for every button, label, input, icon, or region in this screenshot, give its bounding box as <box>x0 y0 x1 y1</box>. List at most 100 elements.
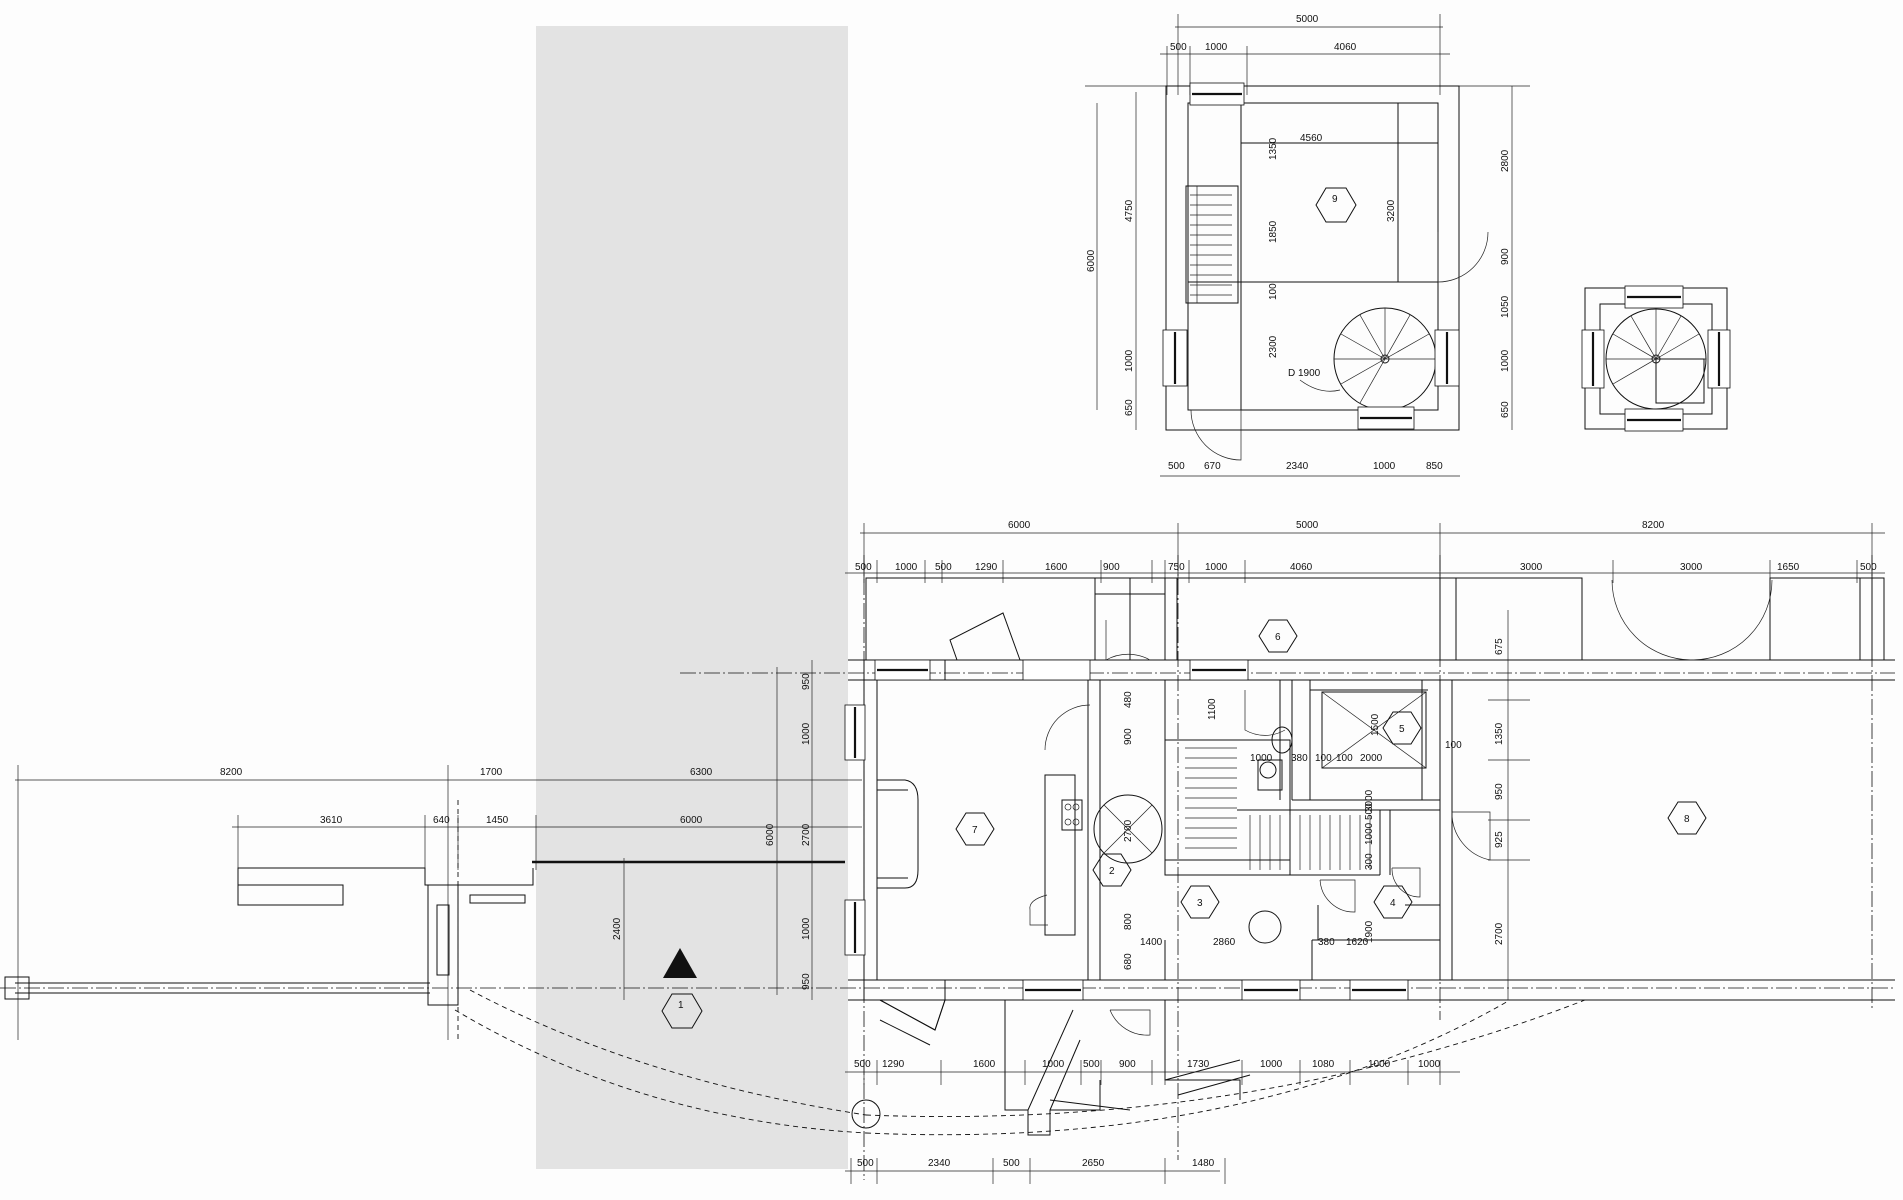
main-dim-interior-7: 480 <box>1123 691 1134 708</box>
upper-dim-top-2: 1000 <box>1205 42 1228 53</box>
site-shaded-area <box>536 26 848 1169</box>
room-tag-hexagon <box>1258 619 1298 653</box>
main-dim-interior-13: 2860 <box>1213 937 1236 948</box>
upper-dim-bottom-4: 1000 <box>1373 461 1396 472</box>
main-dim-interior-3: 925 <box>1494 831 1505 848</box>
upper-dim-bottom-5: 850 <box>1426 461 1443 472</box>
site-dim-top-1: 8200 <box>220 767 243 778</box>
upper-dim-right-d: 1000 <box>1500 349 1511 372</box>
main-dim-top-detail-6: 750 <box>1168 562 1185 573</box>
upper-dim-top-total: 5000 <box>1296 14 1319 25</box>
site-dim-top-2: 1700 <box>480 767 503 778</box>
upper-dim-inner-h1: 1350 <box>1268 137 1279 160</box>
main-dim-interior-5: 100 <box>1445 740 1462 751</box>
upper-dim-inner-h4: 2300 <box>1268 335 1279 358</box>
upper-dim-right-e: 650 <box>1500 401 1511 418</box>
site-dim-second-3: 1450 <box>486 815 509 826</box>
main-dim-top-1: 6000 <box>1008 520 1031 531</box>
upper-floor-plan: 5000 500 1000 4060 <box>1085 14 1530 477</box>
main-dim-bottom1-8: 1080 <box>1312 1059 1335 1070</box>
main-dim-top-detail-11: 1650 <box>1777 562 1800 573</box>
site-room-tag-1: 1 <box>678 1000 684 1011</box>
main-dim-interior-0: 675 <box>1494 638 1505 655</box>
upper-dim-inner-width: 4560 <box>1300 133 1323 144</box>
upper-dim-stair-diameter: D 1900 <box>1288 368 1321 379</box>
upper-dim-inner-h2: 1850 <box>1268 220 1279 243</box>
room-tag-hexagon <box>1180 885 1220 919</box>
upper-dim-inner-h3: 100 <box>1268 283 1279 300</box>
main-dim-bottom1-9: 1000 <box>1368 1059 1391 1070</box>
upper-dim-inner-h5: 3200 <box>1386 199 1397 222</box>
main-dim-interior-10: 800 <box>1123 913 1134 930</box>
site-dim-vertical: 2400 <box>612 917 623 940</box>
room-tag-3: 3 <box>1197 898 1203 909</box>
main-floor-plan: 6000 5000 8200 500 1000 500 1290 1600 900 750 1… <box>0 520 1895 1184</box>
main-dim-top-detail-3: 1290 <box>975 562 998 573</box>
main-dim-bottom2-2: 500 <box>1003 1158 1020 1169</box>
main-dim-top-detail-9: 3000 <box>1520 562 1543 573</box>
main-dim-interior-21: 100 <box>1336 753 1353 764</box>
main-dim-interior-19: 1000 <box>1364 822 1375 845</box>
site-dim-second-4: 6000 <box>680 815 703 826</box>
main-dim-interior-14: 380 <box>1318 937 1335 948</box>
room-tag-8: 8 <box>1684 814 1690 825</box>
site-plan: 8200 1700 6300 3610 640 1450 6000 2400 1 <box>4 765 1586 1136</box>
room-tag-hexagon <box>1373 885 1413 919</box>
main-dim-interior-15: 1620 <box>1346 937 1369 948</box>
room-tag-2: 2 <box>1109 866 1115 877</box>
main-dim-left-overall: 6000 <box>765 823 776 846</box>
room-tag-7: 7 <box>972 825 978 836</box>
main-dim-bottom1-10: 1000 <box>1418 1059 1441 1070</box>
site-dim-second-1: 3610 <box>320 815 343 826</box>
main-dim-left-2: 1000 <box>801 722 812 745</box>
spiral-stair-upper <box>1299 307 1437 411</box>
room-tag-hexagon <box>1092 853 1132 887</box>
main-dim-bottom2-1: 2340 <box>928 1158 951 1169</box>
main-dim-interior-4: 2700 <box>1494 922 1505 945</box>
main-dim-left-3: 2700 <box>801 823 812 846</box>
upper-room-tag-9: 9 <box>1332 194 1338 205</box>
upper-dim-left-b: 1000 <box>1124 349 1135 372</box>
main-dim-left-1: 950 <box>801 673 812 690</box>
main-dim-bottom1-2: 1600 <box>973 1059 996 1070</box>
upper-dim-right-b: 900 <box>1500 248 1511 265</box>
main-dim-interior-18: 500 <box>1364 803 1375 820</box>
main-dim-interior-2: 950 <box>1494 783 1505 800</box>
tower-plan <box>1581 285 1731 432</box>
main-dim-interior-22: 2000 <box>1360 753 1383 764</box>
main-dim-interior-12: 1400 <box>1140 937 1163 948</box>
upper-dim-left-a: 4750 <box>1124 199 1135 222</box>
main-dim-bottom2-0: 500 <box>857 1158 874 1169</box>
main-dim-interior-6: 1100 <box>1207 698 1218 720</box>
main-dim-interior-11: 680 <box>1123 953 1134 970</box>
main-dim-interior-9: 2700 <box>1123 819 1134 842</box>
main-dim-bottom1-7: 1000 <box>1260 1059 1283 1070</box>
main-dim-bottom2-3: 2650 <box>1082 1158 1105 1169</box>
main-dim-interior-24: 1000 <box>1250 753 1273 764</box>
upper-dim-left-c: 650 <box>1124 399 1135 416</box>
main-dim-top-detail-0: 500 <box>855 562 872 573</box>
main-dim-interior-26: 100 <box>1315 753 1332 764</box>
upper-dim-left-total: 6000 <box>1086 249 1097 272</box>
upper-dim-right-a: 2800 <box>1500 149 1511 172</box>
upper-dim-top-3: 4060 <box>1334 42 1357 53</box>
main-dim-top-detail-2: 500 <box>935 562 952 573</box>
upper-dim-right-c: 1050 <box>1500 295 1511 318</box>
main-dim-top-detail-1: 1000 <box>895 562 918 573</box>
main-dim-top-2: 5000 <box>1296 520 1319 531</box>
main-dim-interior-17: 300 <box>1364 853 1375 870</box>
main-dim-top-detail-5: 900 <box>1103 562 1120 573</box>
main-dim-top-detail-10: 3000 <box>1680 562 1703 573</box>
main-dim-interior-16: 1900 <box>1364 920 1375 943</box>
main-dim-top-detail-4: 1600 <box>1045 562 1068 573</box>
room-tag-hexagon <box>1667 801 1707 835</box>
main-dim-interior-8: 900 <box>1123 728 1134 745</box>
main-dim-top-detail-12: 500 <box>1860 562 1877 573</box>
room-tag-6: 6 <box>1275 632 1281 643</box>
main-dim-bottom1-6: 1730 <box>1187 1059 1210 1070</box>
room-tag-hexagon <box>955 812 995 846</box>
site-dim-second-2: 640 <box>433 815 450 826</box>
main-dim-bottom2-4: 1480 <box>1192 1158 1215 1169</box>
room-tag-hexagon <box>1382 711 1422 745</box>
